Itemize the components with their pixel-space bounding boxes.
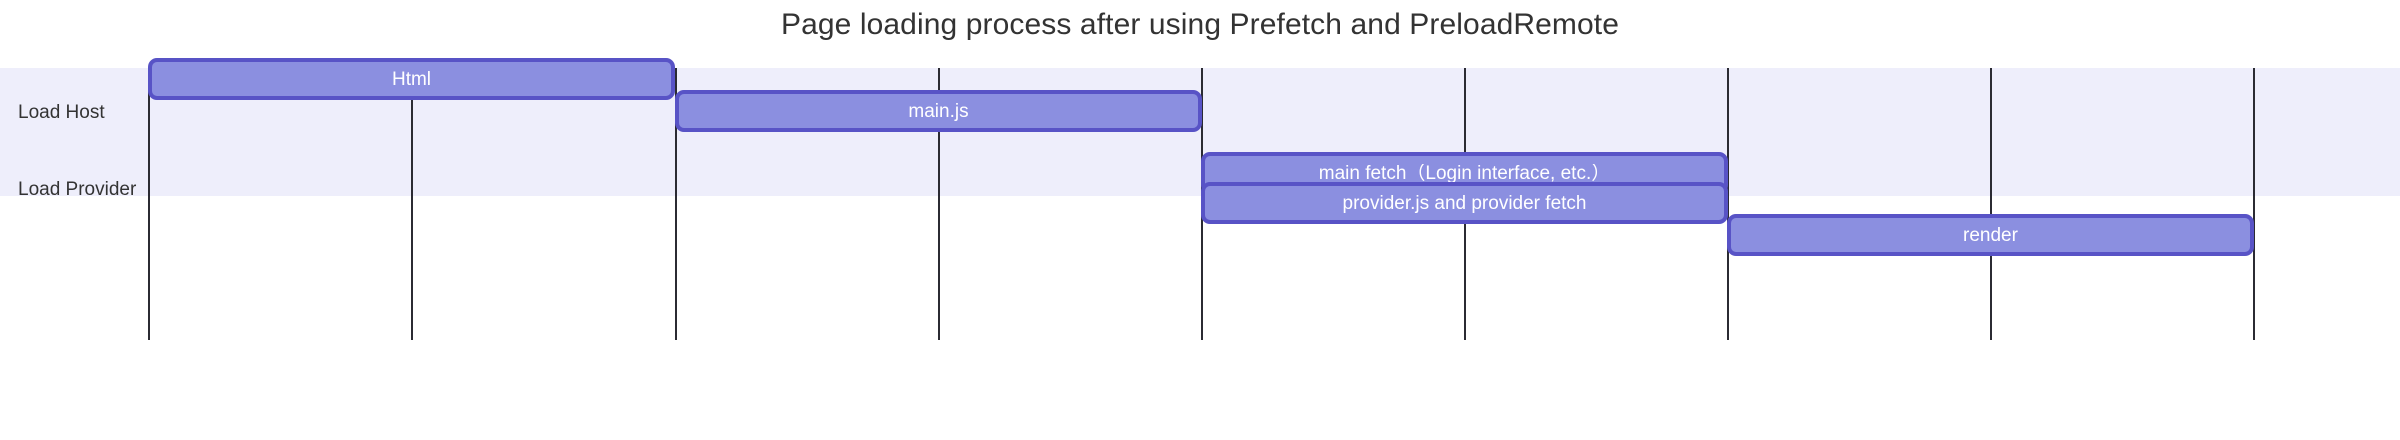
- task-bar-label: Html: [391, 69, 432, 89]
- row-label-load-provider: Load Provider: [18, 179, 137, 200]
- row-label-load-host: Load Host: [18, 102, 105, 123]
- task-bar-label: main.js: [908, 101, 969, 121]
- task-bar-html[interactable]: Html: [148, 58, 675, 100]
- task-bar-render[interactable]: render: [1727, 214, 2254, 256]
- task-bar-label: render: [1963, 225, 2018, 245]
- gridline-8: [2253, 68, 2255, 340]
- gridline-2: [675, 68, 677, 340]
- task-bar-label: provider.js and provider fetch: [1342, 193, 1587, 213]
- gridline-7: [1990, 68, 1992, 340]
- gridline-6: [1727, 68, 1729, 340]
- gridline-0: [148, 68, 150, 340]
- task-bar-label: main fetch（Login interface, etc.）: [1318, 163, 1611, 183]
- task-bar-main-js[interactable]: main.js: [675, 90, 1202, 132]
- chart-title: Page loading process after using Prefetc…: [780, 8, 1620, 41]
- gridline-3: [938, 68, 940, 340]
- plot-area: Load Host Load Provider Html main.js mai…: [0, 58, 2400, 340]
- gridline-1: [411, 68, 413, 340]
- task-bar-provider-js[interactable]: provider.js and provider fetch: [1201, 182, 1728, 224]
